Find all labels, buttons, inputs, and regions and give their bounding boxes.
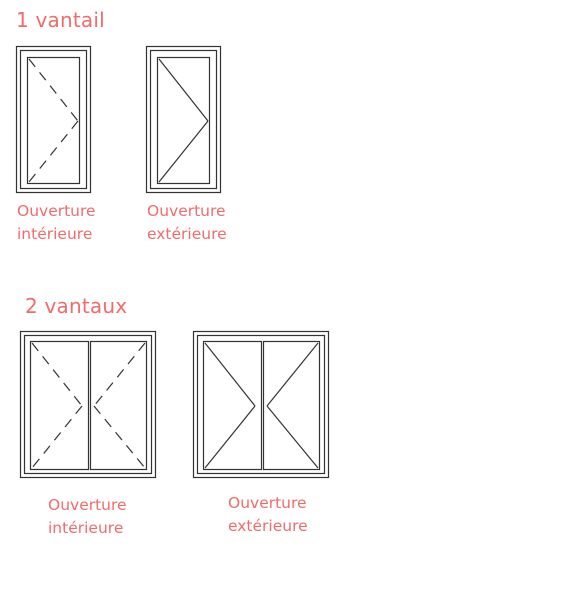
label-single-exterior: Ouverture extérieure <box>147 202 227 243</box>
window-double-exterior-opening <box>192 330 330 479</box>
label-double-interior: Ouverture intérieure <box>48 496 127 537</box>
section-title-single: 1 vantail <box>16 8 105 32</box>
label-single-interior: Ouverture intérieure <box>17 202 96 243</box>
window-double-interior-opening <box>19 330 157 479</box>
window-single-interior-opening <box>15 45 92 194</box>
label-double-exterior: Ouverture extérieure <box>228 494 308 535</box>
section-title-double: 2 vantaux <box>25 294 128 318</box>
window-single-exterior-opening <box>145 45 222 194</box>
